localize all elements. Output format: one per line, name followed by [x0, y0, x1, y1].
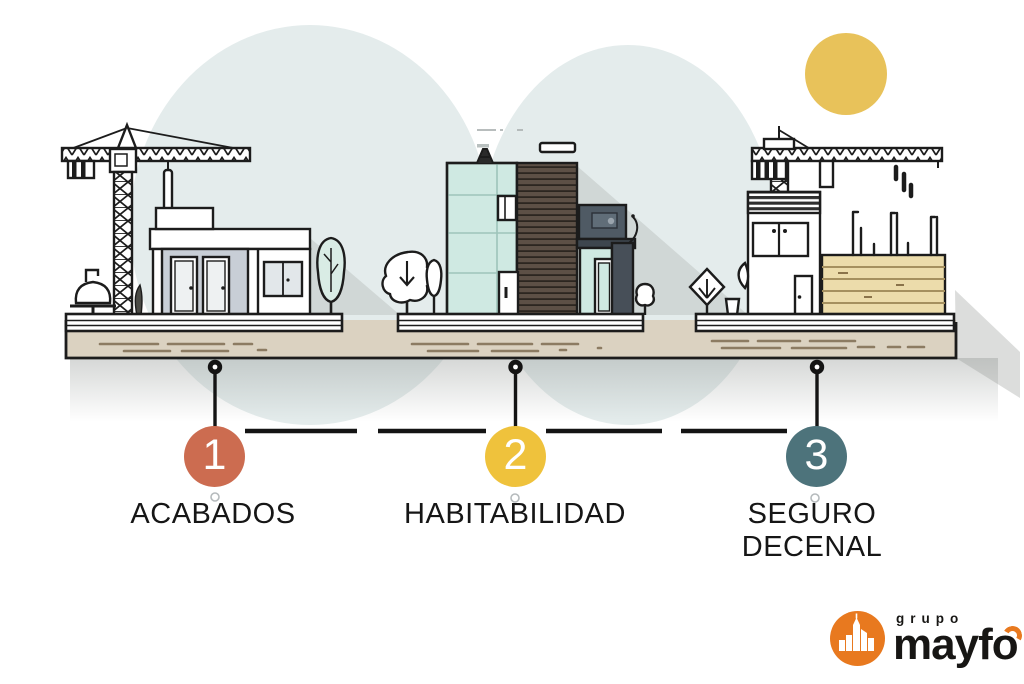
- window: [751, 221, 810, 258]
- door: [169, 255, 199, 317]
- crane-trolley: [818, 159, 835, 189]
- shrub-icon: [634, 282, 655, 315]
- timeline-connectors: [207, 359, 825, 503]
- logo-wordmark: mayfo: [893, 619, 1019, 669]
- step-2-number: 2: [503, 431, 528, 479]
- platform-curb: [694, 312, 956, 333]
- scene-acabados: [60, 121, 346, 333]
- door: [793, 274, 814, 317]
- floating-ledge: [538, 141, 577, 154]
- step-3-number: 3: [804, 431, 829, 479]
- plant-icon: [134, 283, 143, 317]
- timber-stack-icon: [820, 253, 947, 317]
- small-crane-icon: [750, 126, 944, 199]
- tree-slim-icon: [425, 258, 443, 315]
- tree-icon: [316, 236, 346, 315]
- hanging-drops: [893, 164, 914, 199]
- window: [262, 260, 304, 298]
- scene-habitabilidad: [381, 129, 655, 333]
- crane-counterweight: [750, 159, 788, 181]
- bucket-icon: [724, 297, 741, 317]
- step-3-label: SEGURO DECENAL: [741, 498, 883, 564]
- small-ring: [210, 492, 220, 502]
- finished-house: [148, 206, 312, 317]
- door: [201, 255, 231, 317]
- logo-text: grupo mayfo: [893, 611, 1024, 666]
- building-under-construction: [746, 190, 822, 317]
- platform-curb: [64, 312, 344, 333]
- scene-seguro-decenal: [688, 126, 956, 333]
- timeline-pin: [508, 359, 523, 428]
- step-3-badge: 3: [786, 426, 847, 487]
- crane-counterweight: [66, 159, 96, 180]
- rebar-rods-icon: [851, 210, 939, 257]
- annex: [575, 203, 639, 317]
- step-1-number: 1: [202, 431, 227, 479]
- sun-icon: [805, 33, 887, 115]
- wood-slat-wall: [515, 161, 579, 317]
- step-2-badge: 2: [485, 426, 546, 487]
- logo-prefix: grupo: [896, 611, 965, 627]
- leaf-icon: [737, 261, 750, 290]
- timeline-pin: [207, 359, 223, 428]
- step-2-label: HABITABILIDAD: [404, 498, 626, 530]
- small-ring: [510, 493, 520, 503]
- roof-vent: [476, 148, 494, 164]
- brand-logo: grupo mayfo: [830, 611, 1024, 666]
- door: [497, 270, 520, 317]
- timeline-pin: [809, 359, 825, 428]
- cement-mixer-icon: [70, 268, 116, 317]
- ground-marks: [98, 339, 926, 353]
- logo-name: mayfo: [893, 622, 1024, 666]
- tower-crane-icon: [60, 121, 252, 316]
- skyline-logo-icon: [830, 611, 885, 666]
- small-ring: [810, 493, 820, 503]
- step-1-label: ACABADOS: [130, 498, 296, 530]
- modern-house: [445, 144, 639, 317]
- window: [496, 194, 518, 222]
- step-1-badge: 1: [184, 426, 245, 487]
- platform-curb: [396, 312, 645, 333]
